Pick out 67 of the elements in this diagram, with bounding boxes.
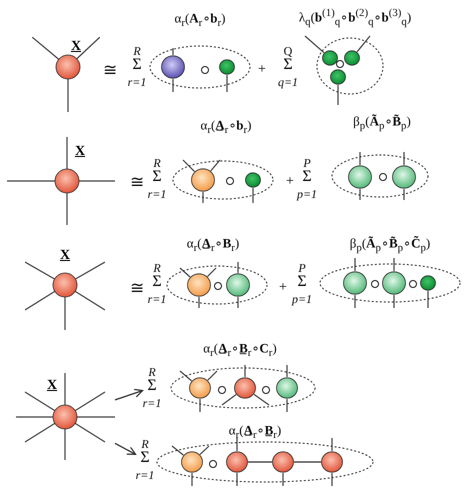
- tensor-circle: [382, 271, 406, 295]
- arrow: [114, 388, 144, 401]
- summation-limit: R: [141, 438, 149, 450]
- math-symbol: Σ: [297, 274, 307, 290]
- formula-label: α$_{r}$(A̲$_{r}$∘B̲$_{r}$∘C$_{r}$): [203, 341, 277, 359]
- summation-limit: q=1: [278, 76, 298, 88]
- tensor-circle: [420, 275, 436, 291]
- summation-limit: R: [153, 157, 161, 169]
- formula-label: α$_{r}$(A̲$_{r}$∘b$_{r}$): [200, 118, 252, 136]
- summation-limit: R: [148, 366, 156, 378]
- tensor-label: X: [70, 40, 82, 54]
- tensor-circle: [330, 69, 346, 85]
- math-symbol: Σ: [140, 450, 150, 466]
- tensor-circle: [343, 271, 367, 295]
- tensor-circle: [348, 165, 372, 189]
- tensor-circle: [219, 59, 235, 75]
- summation-limit: r=1: [136, 469, 154, 481]
- summation-limit: +: [258, 63, 266, 77]
- summation-limit: r=1: [142, 397, 162, 409]
- tensor-circle: [276, 377, 298, 399]
- formula-label: β$_{p}$(Ã$_{p}$∘B̃$_{p}$∘C̃$_{p}$): [350, 236, 430, 254]
- math-symbol: ≅: [103, 62, 117, 78]
- arrow: [114, 442, 136, 455]
- connector-line: [294, 461, 321, 463]
- tensor-circle: [189, 377, 211, 399]
- math-symbol: Σ: [132, 57, 142, 73]
- summation-limit: P: [298, 262, 306, 274]
- summation-limit: p=1: [296, 188, 318, 200]
- math-symbol: ≅: [130, 174, 144, 190]
- summation-limit: R: [133, 45, 141, 57]
- summation-limit: r=1: [148, 188, 166, 200]
- tensor-label: X: [74, 145, 86, 159]
- summation-limit: P: [303, 157, 311, 169]
- math-symbol: Σ: [152, 274, 162, 290]
- summation-limit: +: [286, 175, 294, 189]
- tensor-circle: [226, 451, 248, 473]
- math-symbol: ≅: [130, 280, 144, 296]
- math-symbol: Σ: [283, 57, 293, 73]
- tensor-circle: [187, 273, 211, 297]
- math-symbol: Σ: [302, 169, 312, 185]
- summation-limit: r=1: [148, 293, 166, 305]
- tensor-circle: [161, 55, 185, 79]
- tensor-circle: [234, 377, 256, 399]
- summation-limit: r=1: [128, 76, 146, 88]
- tensor-circle: [191, 168, 215, 192]
- summation-limit: p=1: [292, 293, 312, 305]
- summation-limit: Q: [284, 45, 292, 57]
- formula-label: λ$_{q}$(b$^{(1)}$$_{q}$∘b$^{(2)}$$_{q}$∘b$^{(3)}$$_{q}$): [298, 8, 412, 28]
- tensor-circle: [226, 273, 250, 297]
- formula-label: α$_{r}$(A̲$_{r}$∘B$_{r}$): [186, 236, 240, 254]
- tensor-label: X: [60, 249, 70, 263]
- formula-label: α$_{r}$(A$_{r}$∘b$_{r}$): [174, 11, 226, 29]
- formula-label: β$_{p}$(Ã$_{p}$∘B̃$_{p}$): [353, 114, 411, 132]
- tensor-circle: [245, 172, 261, 188]
- tensor-circle: [272, 451, 294, 473]
- tensor-circle: [344, 50, 360, 66]
- formula-label: α$_{r}$(A̲$_{r}$∘B̲$_{r}$): [228, 423, 282, 441]
- connector-line: [248, 461, 272, 463]
- tensor-circle: [181, 451, 203, 473]
- tensor-label: X: [46, 379, 58, 393]
- math-symbol: Σ: [147, 378, 157, 394]
- tensor-circle: [322, 50, 338, 66]
- summation-limit: R: [153, 262, 161, 274]
- summation-limit: +: [279, 281, 287, 295]
- tensor-circle: [321, 451, 343, 473]
- math-symbol: Σ: [152, 169, 162, 185]
- tensor-circle: [392, 165, 416, 189]
